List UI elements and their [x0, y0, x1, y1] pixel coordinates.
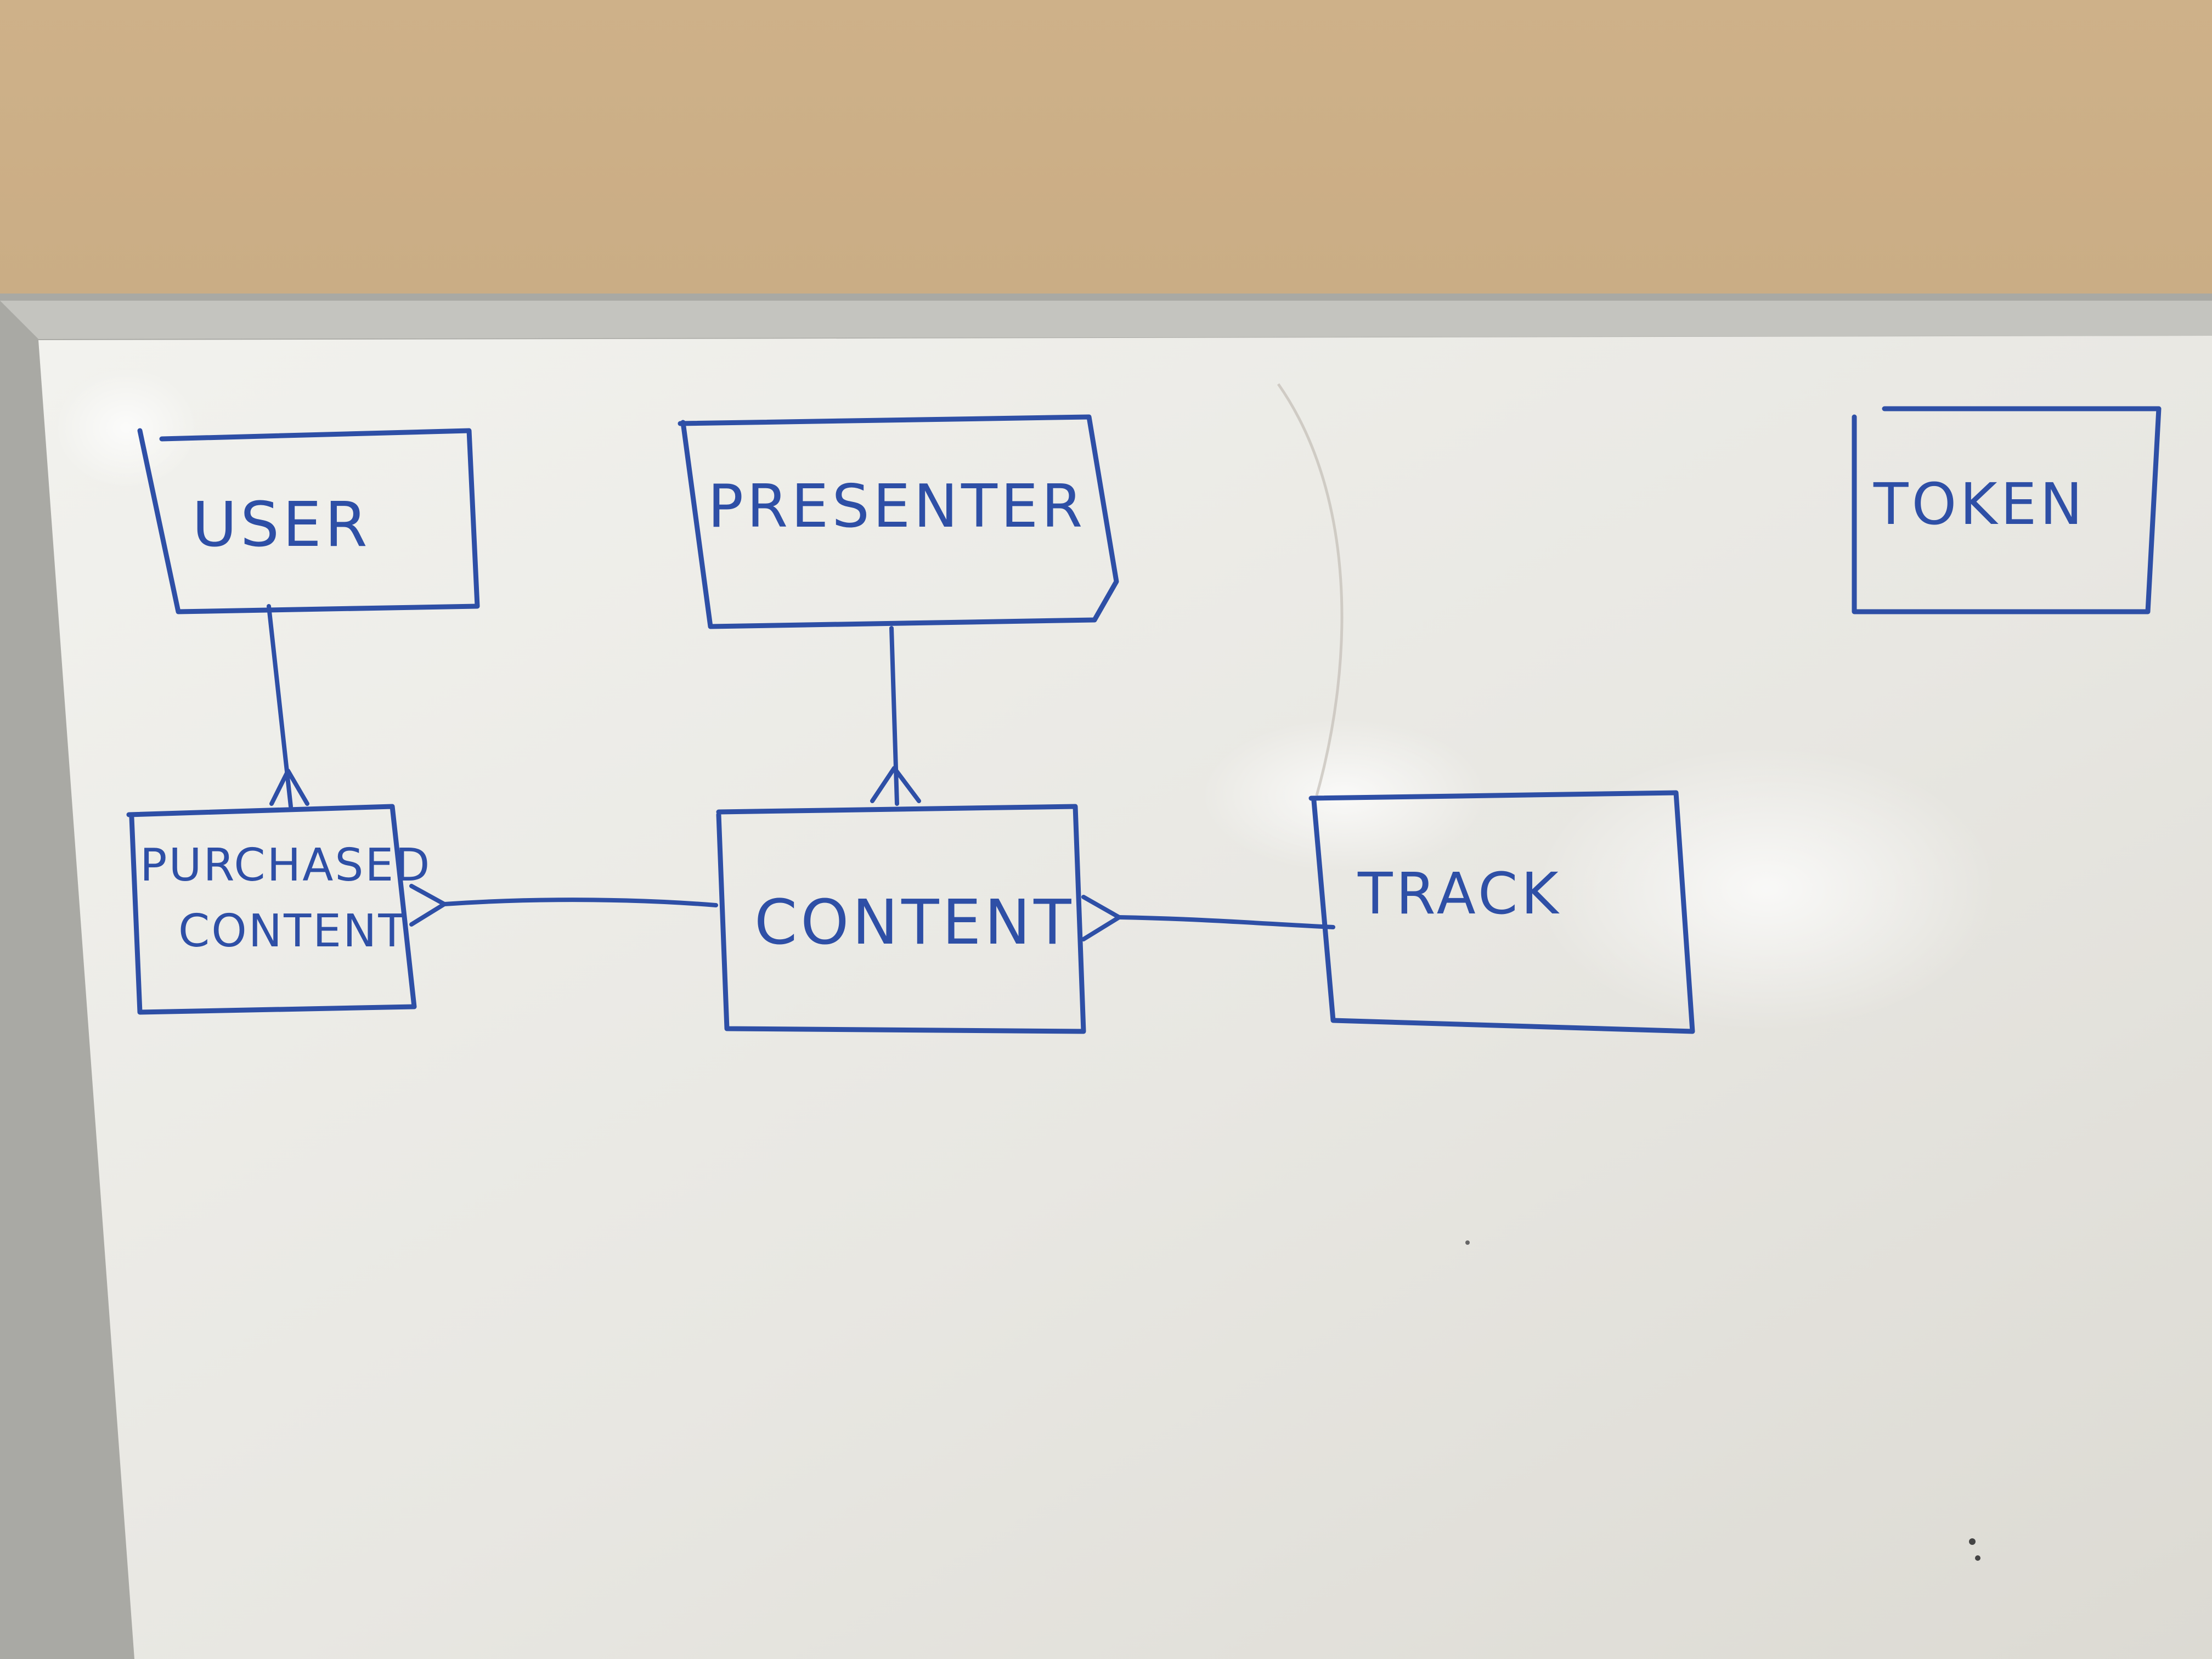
- entity-box: [137, 428, 480, 614]
- entity-content: CONTENT: [716, 804, 1086, 1034]
- crows-foot-icon: [870, 766, 921, 803]
- entity-presenter: PRESENTER: [678, 414, 1119, 629]
- glare-reflection: [55, 368, 198, 488]
- board-frame-top-highlight: [0, 301, 2212, 339]
- entity-label: TRACK: [1357, 860, 1562, 927]
- entity-label: TOKEN: [1873, 471, 2086, 538]
- entity-box: [678, 414, 1119, 629]
- entity-box: [1308, 790, 1695, 1034]
- entity-purchased-content: PURCHASED CONTENT: [126, 804, 431, 1015]
- relationship-track-content: [1081, 895, 1335, 941]
- entity-label: USER: [192, 489, 371, 561]
- relationship-presenter-content: [870, 626, 921, 806]
- relationship-content-purchased-content: [409, 884, 718, 927]
- entity-label: CONTENT: [754, 887, 1075, 958]
- crows-foot-icon: [269, 769, 309, 806]
- entity-box: [1852, 406, 2162, 614]
- board-surface: [38, 336, 2212, 1659]
- entity-user: USER: [137, 428, 480, 614]
- entity-box: [126, 804, 417, 1015]
- relationship-line: [889, 626, 899, 806]
- entity-label: PRESENTER: [708, 472, 1086, 541]
- relationship-line: [1117, 915, 1335, 929]
- board-speck: [1969, 1538, 1976, 1545]
- entity-label-line-2: CONTENT: [178, 905, 407, 957]
- entity-token: TOKEN: [1852, 406, 2162, 614]
- board-speck: [1465, 1240, 1470, 1245]
- relationship-line: [442, 898, 718, 907]
- crows-foot-icon: [1081, 895, 1121, 941]
- board-speck: [1975, 1555, 1980, 1561]
- relationship-user-purchased-content: [267, 604, 309, 809]
- ghost-mark: [1277, 383, 1344, 796]
- entity-label-line-1: PURCHASED: [140, 839, 431, 891]
- glare-reflection: [1536, 746, 1997, 1031]
- crows-foot-icon: [409, 884, 447, 927]
- entity-box: [716, 804, 1086, 1034]
- entity-track: TRACK: [1308, 790, 1695, 1034]
